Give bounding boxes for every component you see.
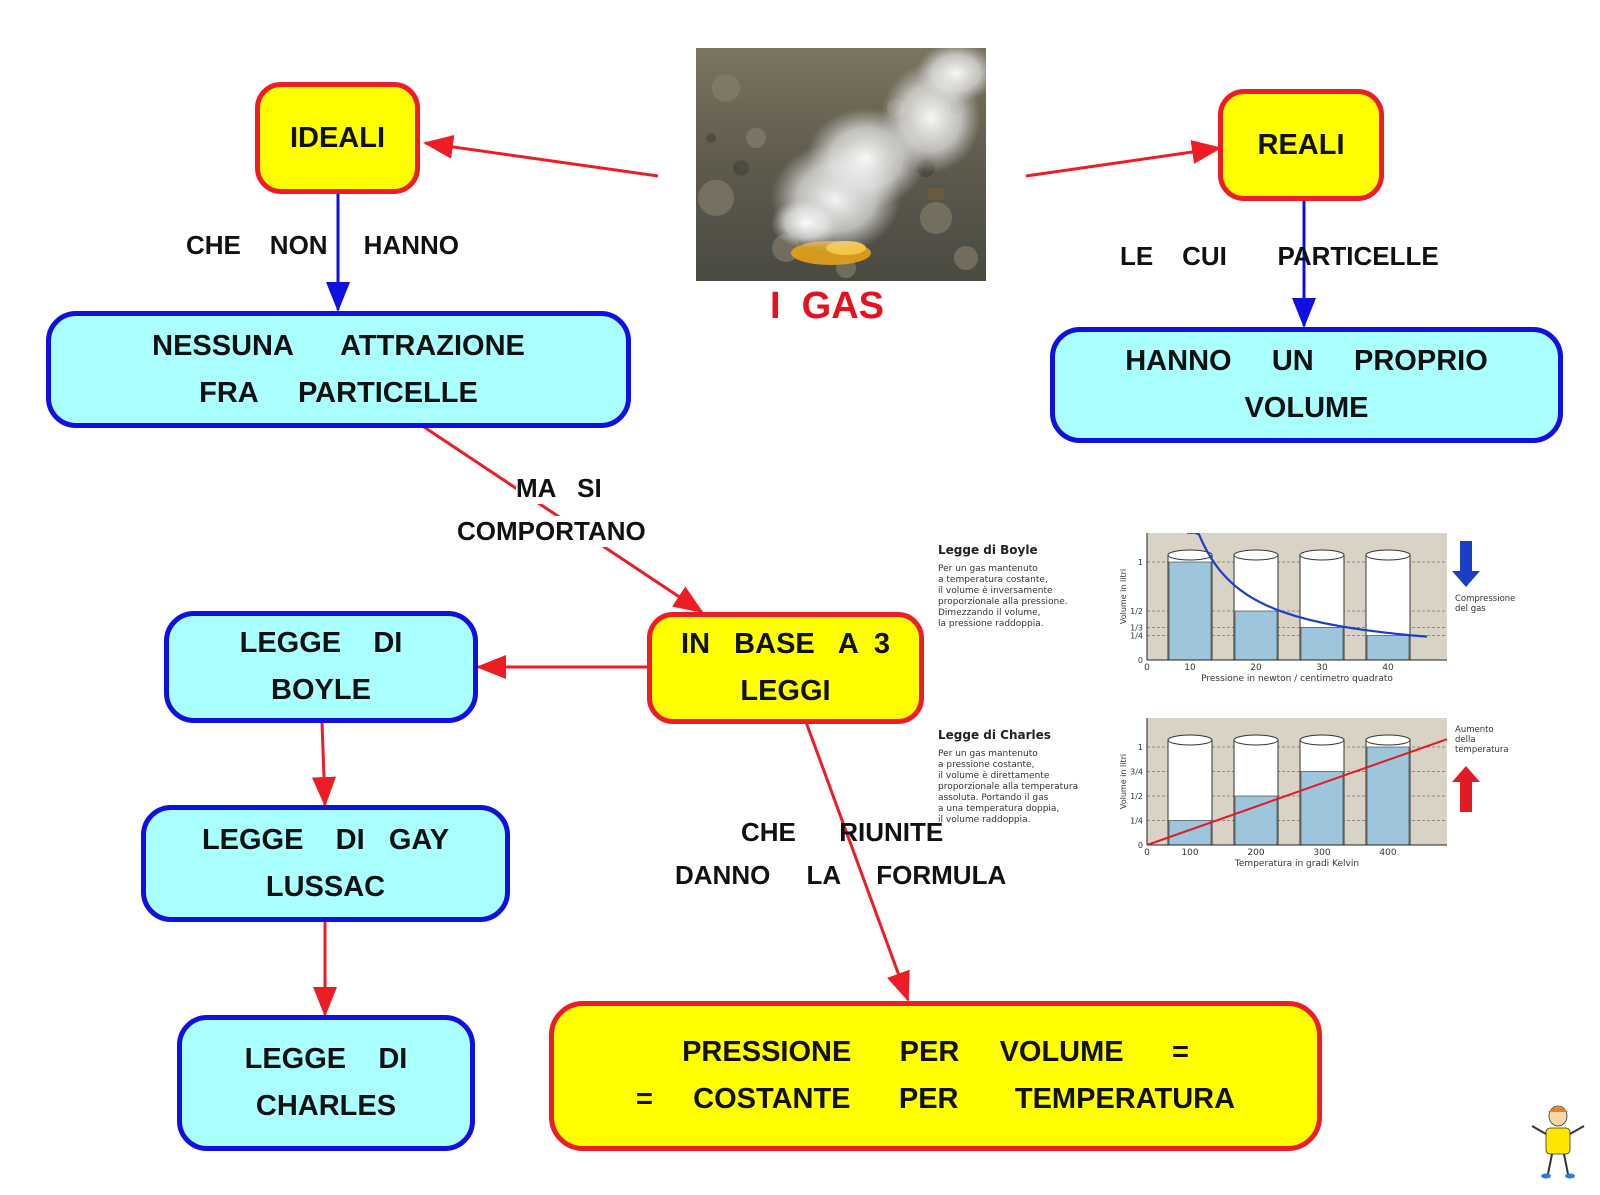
charles-y-axis-label: Volume in litri xyxy=(1119,754,1128,809)
node-nessuna-attrazione: NESSUNA ATTRAZIONE FRA PARTICELLE xyxy=(46,311,631,428)
boyle-cylinder-top xyxy=(1167,549,1213,561)
label-ma-si: MA SI xyxy=(516,473,602,504)
arrow-up-icon xyxy=(1452,766,1480,812)
node-gay-line2: LUSSAC xyxy=(265,870,386,903)
boyle-xtick-label: 30 xyxy=(1316,663,1328,673)
node-boyle-line2: BOYLE xyxy=(271,674,371,706)
charles-side-label: temperatura xyxy=(1455,745,1509,755)
node-ideali: IDEALI xyxy=(255,82,420,194)
node-nessuna-line1: NESSUNA ATTRAZIONE xyxy=(152,329,525,362)
node-formula-line2: = COSTANTE PER TEMPERATURA xyxy=(635,1083,1236,1115)
boyle-cylinder-top xyxy=(1233,549,1279,561)
charles-figure-heading: Legge di Charles xyxy=(938,728,1051,742)
charles-xtick-label: 200 xyxy=(1247,848,1264,858)
label-che-riunite: CHE RIUNITE xyxy=(741,817,944,847)
boyle-cylinder-top xyxy=(1299,549,1345,561)
node-reali: REALI xyxy=(1218,89,1384,201)
charles-figure-text: Per un gas mantenuto a pressione costant… xyxy=(938,749,1079,825)
charles-cylinder-top xyxy=(1233,734,1279,746)
charles-cylinder-top xyxy=(1299,734,1345,746)
boyle-gas-fill xyxy=(1168,561,1212,661)
node-ideali-label: IDEALI xyxy=(289,121,386,154)
charles-ytick-label: 1/4 xyxy=(1130,817,1143,826)
boyle-xtick-label: 20 xyxy=(1250,663,1262,673)
arrow-boyle-gay xyxy=(311,721,336,807)
boyle-side-label: del gas xyxy=(1455,604,1486,614)
node-base-line1: IN BASE A 3 xyxy=(681,628,890,660)
node-hanno-line1: HANNO UN PROPRIO xyxy=(1125,345,1488,377)
node-legge-gay-lussac: LEGGE DI GAY LUSSAC xyxy=(141,805,510,922)
boyle-figure-text: Per un gas mantenuto a temperatura costa… xyxy=(938,564,1068,629)
charles-xtick-label: 100 xyxy=(1181,848,1198,858)
charles-cylinder-top xyxy=(1167,734,1213,746)
boyle-x-axis-label: Pressione in newton / centimetro quadrat… xyxy=(1201,674,1393,684)
boyle-ytick-label: 0 xyxy=(1138,656,1143,665)
charles-x-axis-label: Temperatura in gradi Kelvin xyxy=(1234,859,1359,869)
boyle-xtick-label: 10 xyxy=(1184,663,1196,673)
node-nessuna-line2: FRA PARTICELLE xyxy=(199,376,478,409)
charles-xtick-label: 0 xyxy=(1144,848,1150,858)
charles-ytick-label: 0 xyxy=(1138,841,1143,850)
node-gay-line1: LEGGE DI GAY xyxy=(201,823,450,856)
main-title: I GAS xyxy=(770,285,885,327)
boyle-xtick-label: 0 xyxy=(1144,663,1150,673)
mascot-icon xyxy=(1531,1105,1585,1179)
arrow-base-formula xyxy=(804,721,910,1002)
node-legge-boyle: LEGGE DI BOYLE xyxy=(164,611,478,723)
node-charles-line1: LEGGE DI xyxy=(244,1043,408,1075)
fumarole-photo xyxy=(696,48,986,281)
boyle-curve xyxy=(1187,533,1428,638)
label-le-cui-particelle: LE CUI PARTICELLE xyxy=(1120,241,1439,271)
node-legge-charles: LEGGE DI CHARLES xyxy=(177,1015,475,1151)
node-in-base-a-3-leggi: IN BASE A 3 LEGGI xyxy=(647,612,924,724)
label-danno-la-formula: DANNO LA FORMULA xyxy=(675,860,1007,890)
charles-ytick-label: 1/2 xyxy=(1130,792,1143,801)
boyle-side-label: Compressione xyxy=(1455,594,1515,604)
charles-side-label: Aumento xyxy=(1455,725,1494,735)
node-charles-line2: CHARLES xyxy=(255,1090,397,1122)
charles-cylinder-top xyxy=(1365,734,1411,746)
charles-gas-fill xyxy=(1366,746,1410,846)
charles-gas-fill xyxy=(1234,795,1278,846)
arrow-down-icon xyxy=(1452,541,1480,587)
node-hanno-volume: HANNO UN PROPRIO VOLUME xyxy=(1050,327,1563,443)
charles-xtick-label: 400 xyxy=(1379,848,1396,858)
boyle-ytick-label: 1/2 xyxy=(1130,607,1143,616)
boyle-gas-fill xyxy=(1366,635,1410,661)
charles-xtick-label: 300 xyxy=(1313,848,1330,858)
boyle-gas-fill xyxy=(1300,627,1344,661)
node-hanno-line2: VOLUME xyxy=(1244,392,1369,424)
charles-ytick-label: 1 xyxy=(1138,743,1143,752)
boyle-y-axis-label: Volume in litri xyxy=(1119,569,1128,624)
arrow-gas-ideali xyxy=(423,135,659,178)
charles-ytick-label: 3/4 xyxy=(1130,768,1143,777)
charles-side-label: della xyxy=(1455,735,1476,745)
boyle-ytick-label: 1/4 xyxy=(1130,632,1143,641)
node-base-line2: LEGGI xyxy=(740,675,831,707)
label-che-non-hanno: CHE NON HANNO xyxy=(186,230,460,260)
node-formula-line1: PRESSIONE PER VOLUME = xyxy=(682,1036,1189,1068)
boyle-ytick-label: 1/3 xyxy=(1130,623,1143,632)
arrow-gas-reali xyxy=(1025,140,1222,178)
boyle-gas-fill xyxy=(1234,610,1278,661)
charles-line xyxy=(1146,738,1448,846)
node-formula: PRESSIONE PER VOLUME = = COSTANTE PER TE… xyxy=(549,1001,1322,1151)
boyle-xtick-label: 40 xyxy=(1382,663,1394,673)
node-boyle-line1: LEGGE DI xyxy=(239,627,403,659)
label-comportano: COMPORTANO xyxy=(457,516,646,547)
boyle-ytick-label: 1 xyxy=(1138,558,1143,567)
node-reali-label: REALI xyxy=(1257,128,1345,161)
boyle-figure-heading: Legge di Boyle xyxy=(938,543,1038,557)
boyle-cylinder-top xyxy=(1365,549,1411,561)
